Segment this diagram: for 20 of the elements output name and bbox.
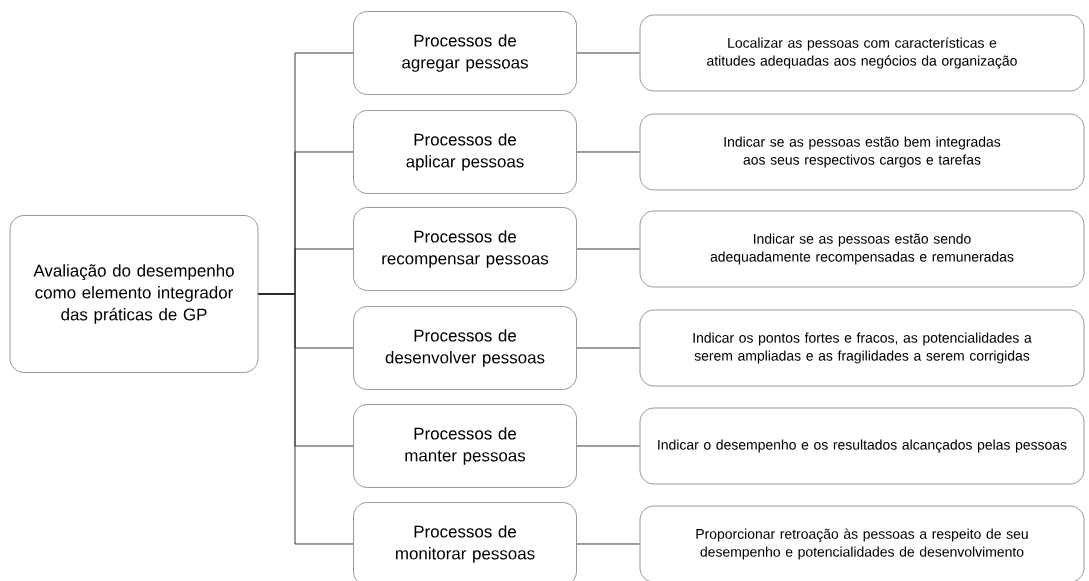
connector-line	[576, 543, 640, 545]
process-box: Proporcionar retroação às pessoas a respeito de seu desempenho e potencialidades de desenvolvimento	[639, 505, 1085, 581]
process-box: Processos de monitorar pessoas	[353, 502, 577, 581]
process-box: Indicar os pontos fortes e fracos, as potencialidades a serem ampliadas e as fragilidades a serem corrigidas	[639, 309, 1085, 387]
process-box: Processos de aplicar pessoas	[353, 110, 577, 194]
process-box: Processos de agregar pessoas	[353, 11, 577, 95]
process-box: Processos de manter pessoas	[353, 404, 577, 488]
process-box: Localizar as pessoas com características e atitudes adequadas aos negócios da organização	[639, 14, 1085, 92]
process-box: Indicar o desempenho e os resultados alcançados pelas pessoas	[639, 407, 1085, 485]
connector-line	[576, 52, 640, 54]
connector-line	[576, 151, 640, 153]
process-box: Processos de desenvolver pessoas	[353, 306, 577, 390]
connector-line	[576, 248, 640, 250]
process-box: Avaliação do desempenho como elemento integrador das práticas de GP	[9, 215, 259, 373]
process-box: Processos de recompensar pessoas	[353, 207, 577, 291]
connector-line	[258, 293, 354, 545]
connector-line	[576, 347, 640, 349]
process-box: Indicar se as pessoas estão bem integradas aos seus respectivos cargos e tarefas	[639, 113, 1085, 191]
connector-line	[576, 445, 640, 447]
process-box: Indicar se as pessoas estão sendo adequadamente recompensadas e remuneradas	[639, 210, 1085, 288]
